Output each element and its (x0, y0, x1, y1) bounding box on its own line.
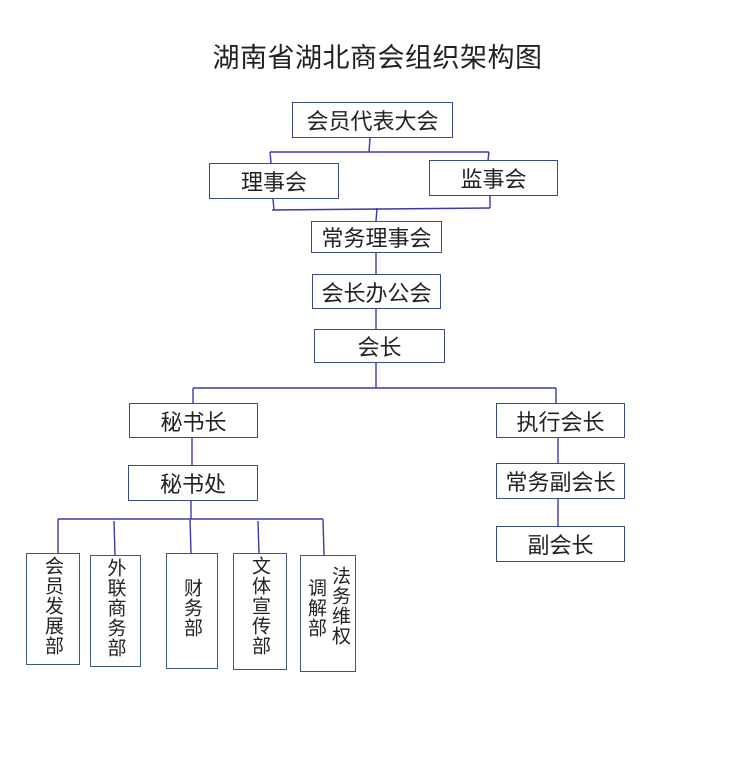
node-assembly: 会员代表大会 (292, 102, 453, 138)
node-secretariat: 秘书处 (128, 465, 258, 501)
dept-external-affairs: 外联商务部 (90, 555, 141, 667)
dept-legal-mediation-label-1: 法务维权 (329, 566, 351, 646)
node-council: 理事会 (209, 163, 339, 199)
node-standing-council: 常务理事会 (311, 221, 442, 253)
node-president-office: 会长办公会 (312, 274, 441, 309)
dept-finance: 财务部 (166, 553, 218, 669)
node-standing-vice-president: 常务副会长 (496, 463, 625, 499)
dept-legal-mediation-label-2: 调解部 (305, 578, 327, 638)
node-president: 会长 (314, 329, 445, 363)
chart-title: 湖南省湖北商会组织架构图 (212, 43, 543, 74)
dept-culture-publicity-label: 文体宣传部 (249, 556, 271, 656)
dept-finance-label: 财务部 (181, 578, 203, 638)
node-vice-president: 副会长 (496, 526, 625, 562)
node-supervisory: 监事会 (429, 160, 558, 196)
dept-culture-publicity: 文体宣传部 (233, 553, 287, 670)
dept-member-development: 会员发展部 (26, 553, 80, 665)
node-executive-president: 执行会长 (496, 403, 625, 438)
dept-legal-mediation: 法务维权 调解部 (300, 555, 356, 672)
node-secretary-general: 秘书长 (129, 403, 258, 438)
dept-external-affairs-label: 外联商务部 (104, 558, 127, 658)
dept-member-development-label: 会员发展部 (42, 556, 64, 656)
